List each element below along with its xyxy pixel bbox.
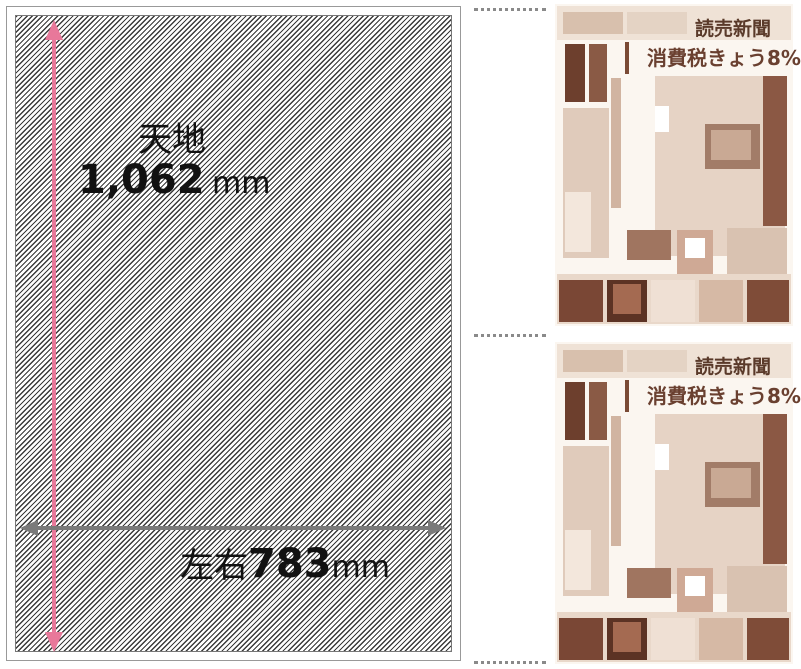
headline-bottom: 消費税きょう8% [647,384,801,408]
newspaper-layout-top [555,4,793,326]
height-unit: mm [212,166,271,201]
hatched-page-area [15,15,452,652]
width-label-group: 左右783mm [180,538,390,587]
newspaper-layout-bottom [555,342,793,664]
height-label: 天地 [138,120,206,160]
horizontal-arrow [20,520,446,536]
vertical-arrow [45,20,63,652]
middle-guide-dots [474,334,546,337]
width-value: 783 [248,541,332,587]
newspaper-page-top: 読売新聞 消費税きょう8% [555,4,801,326]
top-guide-dots [474,8,546,11]
newspaper-page-bottom: 読売新聞 消費税きょう8% [555,342,801,664]
width-unit: mm [331,550,390,585]
masthead-top: 読売新聞 [695,18,772,40]
height-value: 1,062 [78,157,205,203]
headline-top: 消費税きょう8% [647,46,801,70]
masthead-bottom: 読売新聞 [695,356,772,378]
newspaper-size-diagram [6,6,461,661]
bottom-guide-dots [474,661,546,664]
width-label: 左右 [180,546,248,586]
